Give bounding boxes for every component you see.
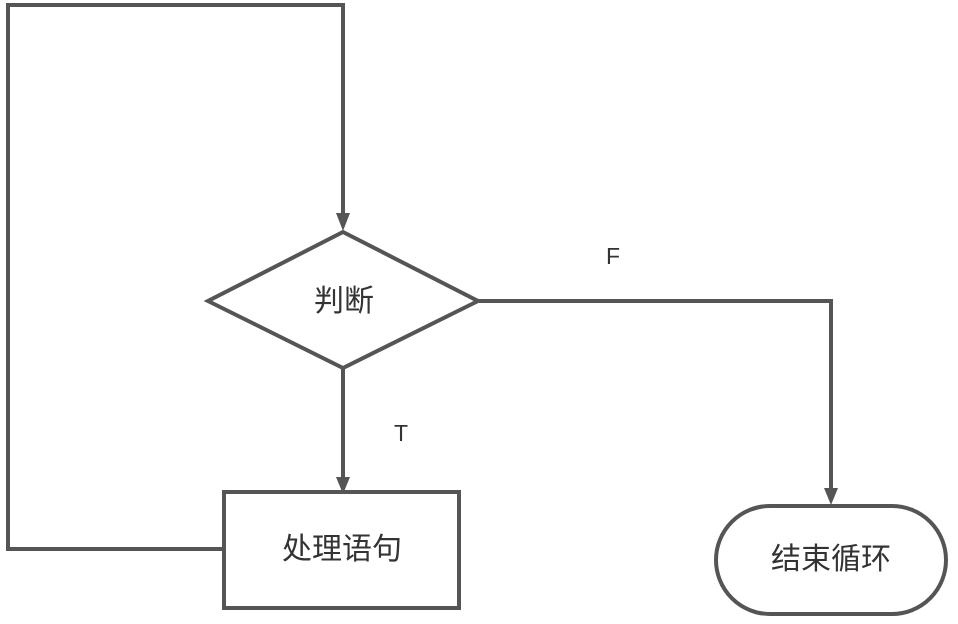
true-branch-arrowhead	[336, 477, 350, 494]
node-process[interactable]: 处理语句	[222, 490, 461, 610]
edge-false-branch: F	[478, 243, 838, 505]
end-stadium-shape	[714, 504, 948, 616]
loop-back-line	[6, 3, 345, 551]
node-decision[interactable]: 判断	[203, 229, 483, 371]
process-rect-shape	[222, 490, 461, 610]
edge-label-true: T	[394, 420, 408, 446]
edge-true-branch: T	[336, 369, 408, 494]
decision-diamond-shape	[203, 229, 483, 371]
process-label: 处理语句	[282, 533, 402, 566]
loop-back-arrowhead	[336, 213, 350, 231]
edge-loop-back	[6, 3, 350, 551]
decision-label: 判断	[314, 285, 374, 318]
edge-label-false: F	[606, 243, 620, 269]
end-label: 结束循环	[771, 543, 891, 576]
node-end[interactable]: 结束循环	[714, 504, 948, 616]
false-branch-arrowhead	[824, 488, 838, 505]
false-branch-line	[478, 299, 833, 489]
